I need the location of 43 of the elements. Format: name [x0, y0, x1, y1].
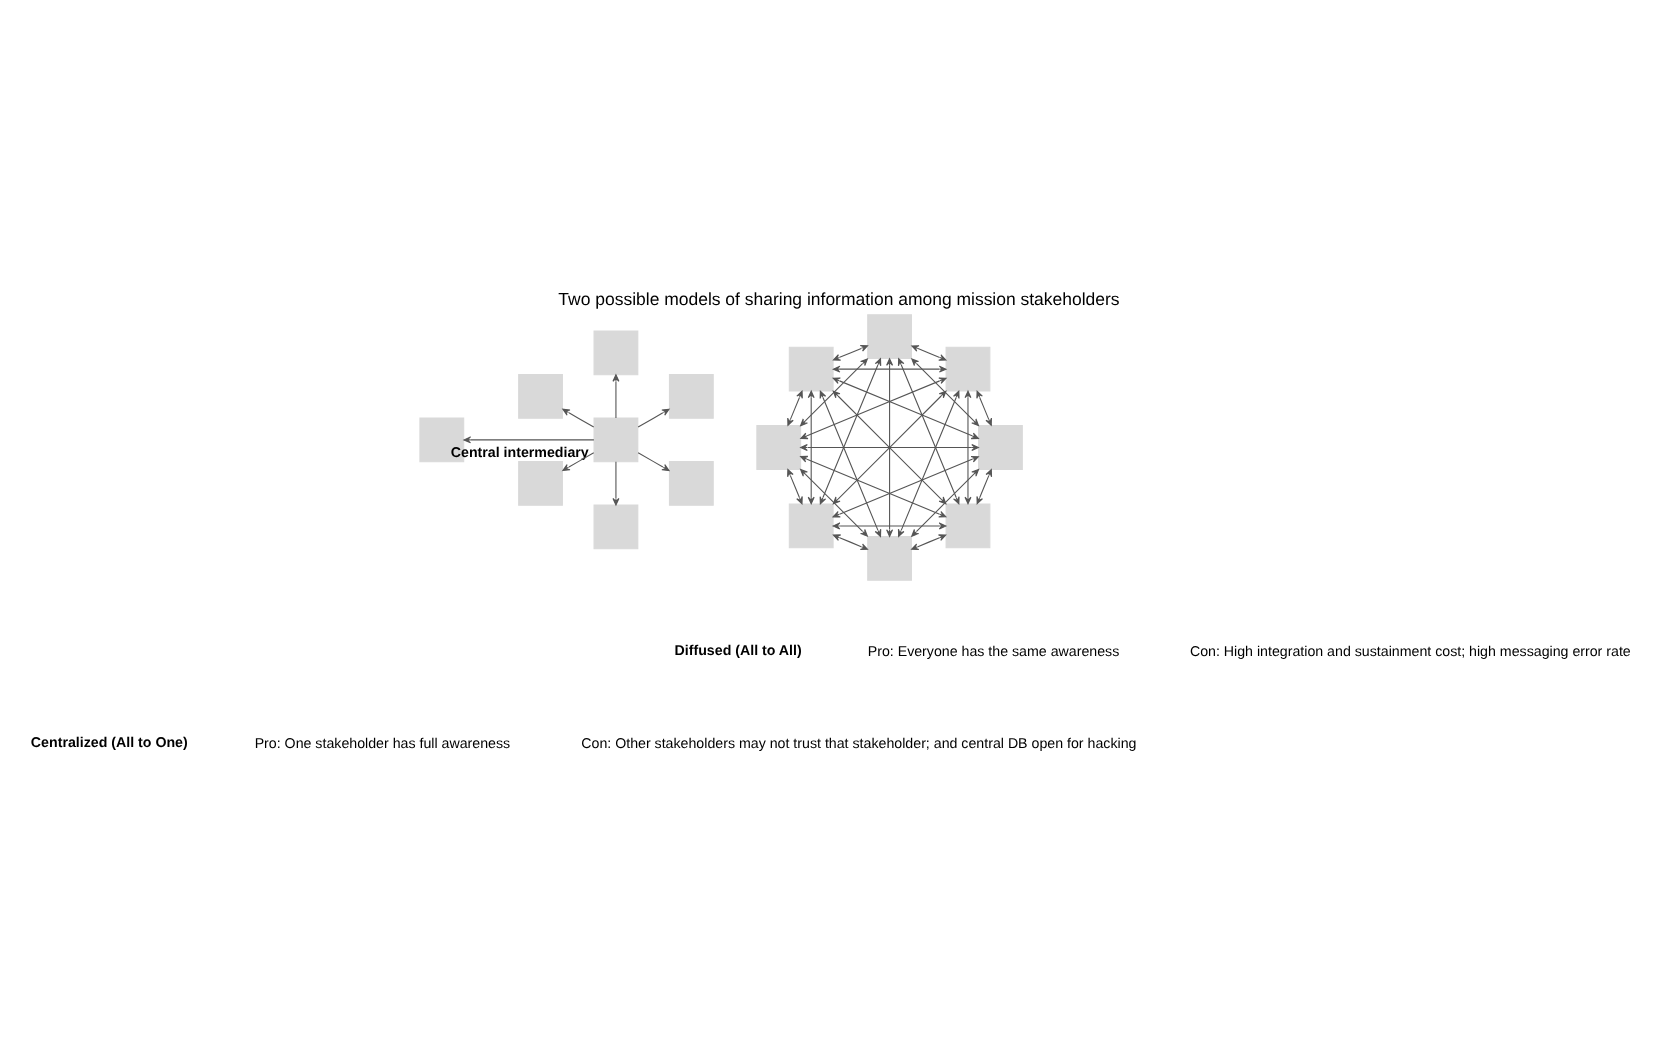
- node-box: [788, 503, 834, 549]
- node-box: [867, 535, 912, 581]
- node-box: [593, 330, 639, 376]
- arrow: [832, 522, 947, 530]
- arrow: [964, 390, 972, 505]
- arrow: [562, 452, 595, 472]
- arrow: [976, 390, 992, 426]
- arrow: [807, 390, 815, 505]
- arrow: [832, 534, 869, 550]
- node-box: [668, 461, 714, 506]
- arrow: [897, 390, 960, 537]
- node-box: [945, 503, 991, 549]
- node-box: [978, 425, 1023, 470]
- arrow: [612, 461, 620, 506]
- node-box: [867, 314, 912, 360]
- node-box: [668, 373, 714, 419]
- node-box: [756, 425, 802, 470]
- node-box: [593, 417, 639, 463]
- arrow: [911, 345, 947, 361]
- arrow: [562, 408, 595, 428]
- arrow: [800, 377, 947, 440]
- node-box: [518, 461, 563, 506]
- node-box: [518, 373, 563, 419]
- diagram-title: Two possible models of sharing information among mission stakeholders: [558, 288, 1120, 309]
- arrow: [637, 408, 670, 428]
- arrow: [976, 469, 993, 505]
- arrow: [637, 452, 670, 472]
- node-box: [788, 346, 834, 392]
- arrow: [800, 468, 868, 537]
- arrow: [787, 390, 803, 426]
- arrow: [911, 534, 947, 550]
- arrow: [463, 436, 595, 444]
- arrow: [832, 365, 947, 373]
- node-box: [593, 504, 639, 550]
- arrow: [787, 469, 803, 505]
- arrow: [832, 345, 869, 361]
- arrow: [800, 358, 868, 427]
- arrow: [911, 358, 980, 427]
- arrow: [886, 358, 894, 537]
- node-box: [945, 346, 991, 392]
- arrow: [911, 468, 980, 537]
- arrow: [800, 444, 979, 452]
- arrow: [612, 374, 620, 419]
